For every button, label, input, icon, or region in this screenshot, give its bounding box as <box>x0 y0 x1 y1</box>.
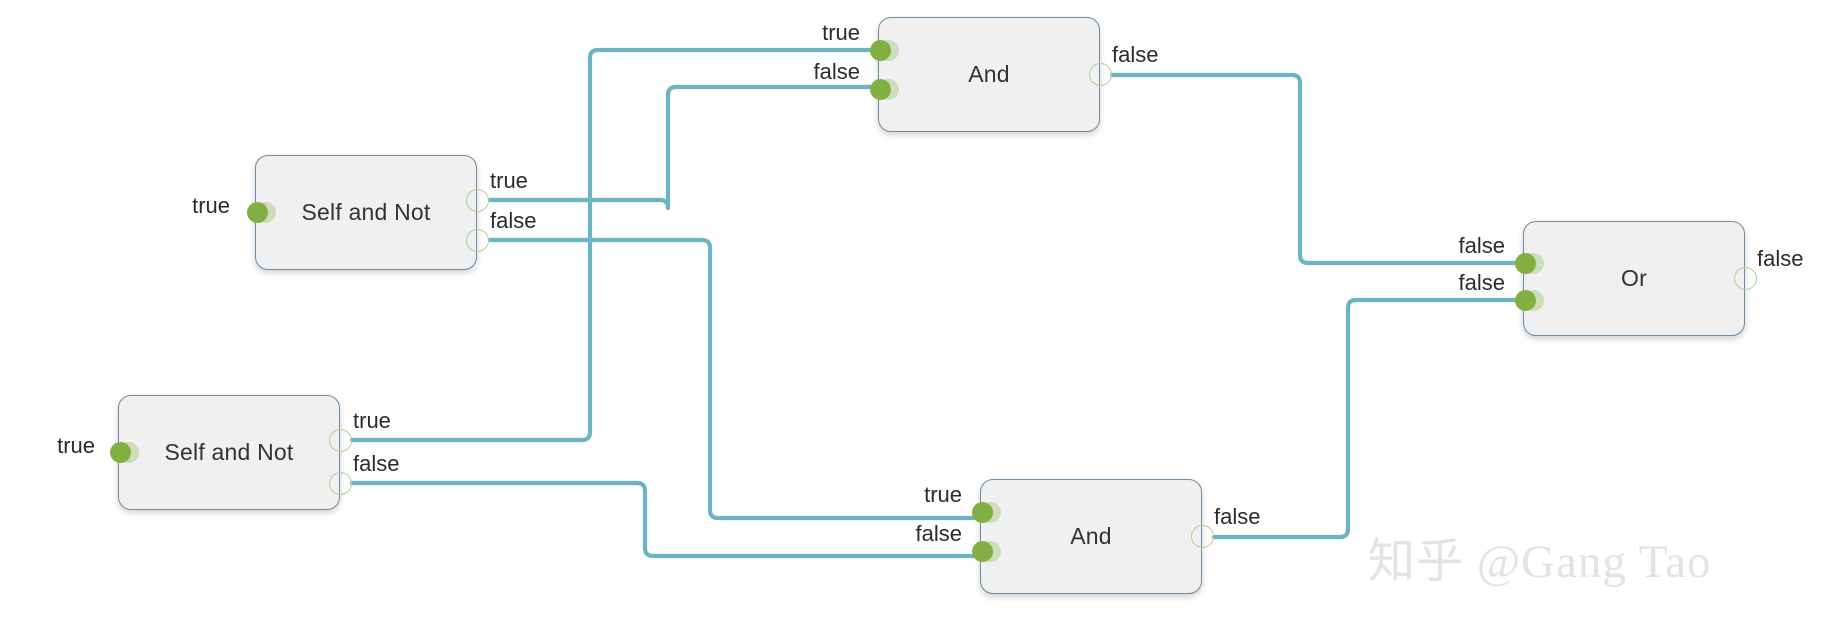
port-in-selfnot-top[interactable] <box>247 202 276 223</box>
label-and-bottom-in-false: false <box>915 521 962 546</box>
node-and-bottom[interactable]: And <box>980 479 1202 594</box>
port-in-selfnot-bottom[interactable] <box>110 442 139 463</box>
port-in-and-top-false[interactable] <box>870 79 899 100</box>
label-and-bottom-in-true: true <box>924 482 962 507</box>
label-or-in-1: false <box>1458 233 1505 258</box>
wire-e3[interactable] <box>349 47 877 443</box>
node-title: Or <box>1621 265 1647 291</box>
port-in-or-1[interactable] <box>1515 253 1544 274</box>
port-out-and-bottom-false[interactable] <box>1191 525 1214 548</box>
wire-e5[interactable] <box>1109 72 1522 266</box>
port-out-and-top-false[interactable] <box>1089 63 1112 86</box>
port-in-or-2[interactable] <box>1515 290 1544 311</box>
wire-e2[interactable] <box>487 237 979 521</box>
node-and-top[interactable]: And <box>878 17 1100 132</box>
wire-e1[interactable] <box>487 84 877 211</box>
port-out-selfnot-bottom-false[interactable] <box>329 472 352 495</box>
label-and-top-in-true: true <box>822 20 860 45</box>
label-selfnot-top-out-true: true <box>490 168 528 193</box>
label-selfnot-bottom-in: true <box>57 433 95 458</box>
node-self-and-not-bottom[interactable]: Self and Not <box>118 395 340 510</box>
port-in-and-bottom-true[interactable] <box>972 502 1001 523</box>
label-or-in-2: false <box>1458 270 1505 295</box>
port-out-selfnot-top-true[interactable] <box>466 189 489 212</box>
wire-e6[interactable] <box>1211 297 1522 540</box>
watermark-text: 知乎 @Gang Tao <box>1368 536 1712 588</box>
port-out-selfnot-bottom-true[interactable] <box>329 429 352 452</box>
port-in-and-top-true[interactable] <box>870 40 899 61</box>
label-selfnot-bottom-out-true: true <box>353 408 391 433</box>
label-selfnot-top-out-false: false <box>490 208 537 233</box>
node-title: Self and Not <box>164 439 294 465</box>
label-and-top-in-false: false <box>813 59 860 84</box>
node-self-and-not-top[interactable]: Self and Not <box>255 155 477 270</box>
node-title: And <box>1070 523 1112 549</box>
node-title: Self and Not <box>301 199 431 225</box>
label-and-top-out-false: false <box>1112 42 1159 67</box>
label-or-out-false: false <box>1757 246 1804 271</box>
node-title: And <box>968 61 1010 87</box>
node-or[interactable]: Or <box>1523 221 1745 336</box>
wire-e4[interactable] <box>349 480 979 559</box>
port-out-or-false[interactable] <box>1734 267 1757 290</box>
port-in-and-bottom-false[interactable] <box>972 541 1001 562</box>
port-out-selfnot-top-false[interactable] <box>466 229 489 252</box>
label-selfnot-bottom-out-false: false <box>353 451 400 476</box>
label-selfnot-top-in: true <box>192 193 230 218</box>
label-and-bottom-out-false: false <box>1214 504 1261 529</box>
